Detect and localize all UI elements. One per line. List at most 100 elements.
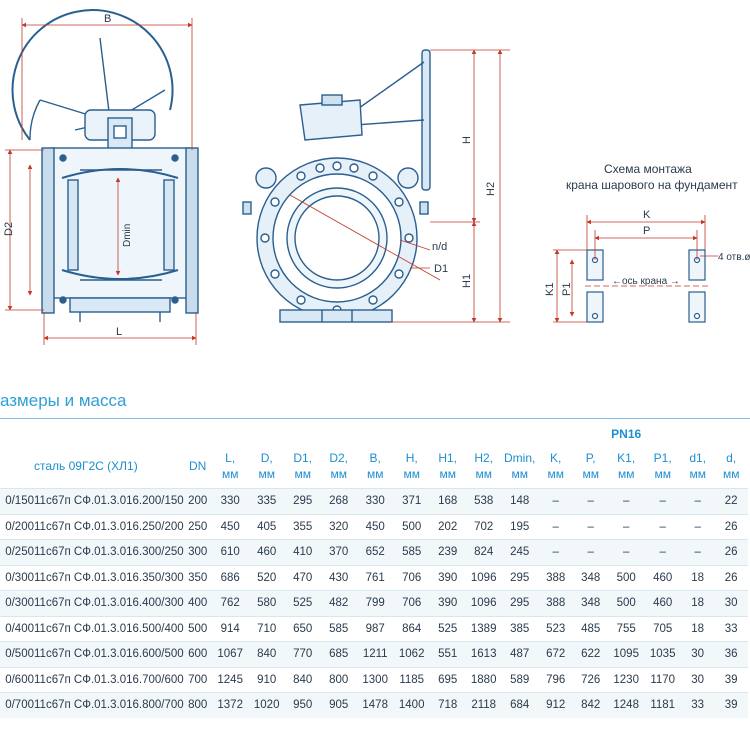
table-cell: 335 xyxy=(257,495,277,508)
table-cell: 370 xyxy=(329,546,349,559)
table-cell: 330 xyxy=(365,495,385,508)
col-header-1: L,мм xyxy=(212,444,249,489)
table-cell: 385 xyxy=(510,622,530,635)
table-cell: 842 xyxy=(581,699,601,712)
col-header-unit: мм xyxy=(330,467,347,481)
table-cell: 1020 xyxy=(253,699,280,712)
table-cell: 195 xyxy=(510,520,530,533)
table-cell: 482 xyxy=(329,597,349,610)
table-cell: 796 xyxy=(546,673,566,686)
col-header-label: H, xyxy=(405,451,418,465)
table-cell: 1067 xyxy=(217,648,243,661)
front-dimensions xyxy=(5,18,197,345)
table-cell: 686 xyxy=(220,571,240,584)
table-cell: 1062 xyxy=(398,648,425,661)
cell-pre: 0/200 xyxy=(5,520,34,533)
table-cell: 987 xyxy=(365,622,385,635)
col-header-label: L, xyxy=(225,451,236,465)
table-cell: 585 xyxy=(329,622,349,635)
table-cell: 950 xyxy=(293,699,313,712)
table-cell: 39 xyxy=(724,699,738,712)
table-cell: 202 xyxy=(438,520,458,533)
table-cell: 1095 xyxy=(613,648,639,661)
table-cell: 460 xyxy=(257,546,277,559)
table-cell: 525 xyxy=(438,622,458,635)
table-cell: – xyxy=(552,520,559,533)
col-header-pre xyxy=(0,444,34,489)
table-cell: 245 xyxy=(510,546,530,559)
table-cell: 348 xyxy=(581,571,601,584)
table-cell: 39 xyxy=(724,673,738,686)
table-cell: 1096 xyxy=(470,597,497,610)
table-cell: 30 xyxy=(724,597,738,610)
table-cell: 905 xyxy=(329,699,349,712)
cell-designation: 11с67п СФ.01.3.016.250/200 xyxy=(34,520,184,533)
table-cell: 912 xyxy=(546,699,566,712)
col-header-unit: мм xyxy=(475,467,492,481)
col-header-6: H,мм xyxy=(394,444,430,489)
table-cell: 685 xyxy=(329,648,349,661)
table-cell: 200 xyxy=(188,495,208,508)
dim-D2-label: D2 xyxy=(3,222,15,236)
table-cell: 1170 xyxy=(650,673,676,686)
table-cell: 800 xyxy=(329,673,349,686)
table-cell: 525 xyxy=(293,597,313,610)
axis-label: ←ось крана → xyxy=(612,276,680,287)
table-cell: 538 xyxy=(474,495,494,508)
cell-designation: 11с67п СФ.01.3.016.200/150 xyxy=(34,495,184,508)
cell-pre: 0/300 xyxy=(5,571,34,584)
table-cell: – xyxy=(694,495,701,508)
col-header-label: K1, xyxy=(617,451,636,465)
col-header-unit: мм xyxy=(511,467,528,481)
col-header-unit: мм xyxy=(654,467,671,481)
col-header-unit: мм xyxy=(366,467,384,481)
cell-pre: 0/300 xyxy=(5,597,34,610)
table-cell: 695 xyxy=(438,673,458,686)
table-cell: 755 xyxy=(616,622,636,635)
col-header-label: H2, xyxy=(474,451,494,465)
table-cell: – xyxy=(622,546,630,559)
col-header-label: P, xyxy=(585,451,596,465)
col-header-label: D, xyxy=(260,451,273,465)
table-cell: 840 xyxy=(257,648,277,661)
col-header-label: d1, xyxy=(689,451,707,465)
col-header-5: B, мм xyxy=(357,444,394,489)
table-cell: 762 xyxy=(220,597,240,610)
table-cell: – xyxy=(587,520,594,533)
table-cell: 1248 xyxy=(613,699,639,712)
dim-H2-label: H2 xyxy=(485,182,497,196)
col-header-4: D2,мм xyxy=(321,444,357,489)
table-cell: 410 xyxy=(293,546,313,559)
table-cell: 700 xyxy=(188,673,208,686)
table-cell: 1613 xyxy=(470,648,497,661)
table-cell: 430 xyxy=(329,571,349,584)
table-cell: 1245 xyxy=(217,673,243,686)
table-cell: 18 xyxy=(691,571,705,584)
table-cell: 487 xyxy=(510,648,530,661)
table-cell: 470 xyxy=(293,571,313,584)
dim-P-label: P xyxy=(643,225,650,237)
col-header-unit: мм xyxy=(258,467,275,481)
table-cell: – xyxy=(659,546,666,559)
table-cell: 580 xyxy=(257,597,277,610)
col-header-label: B, xyxy=(369,451,381,465)
table-cell: 250 xyxy=(188,520,208,533)
table-cell: – xyxy=(587,546,594,559)
table-cell: – xyxy=(622,520,630,533)
table-cell: 388 xyxy=(546,597,566,610)
table-cell: 18 xyxy=(691,597,705,610)
table-cell: 450 xyxy=(365,520,385,533)
table-cell: 585 xyxy=(402,546,422,559)
table-cell: 718 xyxy=(438,699,458,712)
dim-K-label: K xyxy=(643,209,651,221)
cell-pre: 0/700 xyxy=(5,699,34,712)
table-cell: 22 xyxy=(724,495,738,508)
table-cell: – xyxy=(622,495,630,508)
table-cell: 330 xyxy=(220,495,240,508)
col-header-11: P,мм xyxy=(574,444,608,489)
